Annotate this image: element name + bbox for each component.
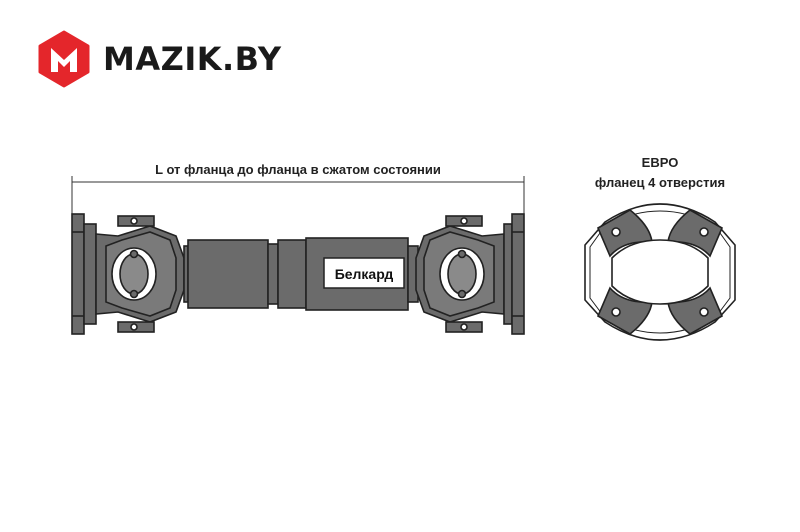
- bolt-hole: [699, 227, 709, 237]
- right-flange: [503, 213, 525, 335]
- manufacturer-plate-text: Белкард: [335, 266, 394, 282]
- right-yoke: [415, 215, 505, 333]
- dimension-label: L от фланца до фланца в сжатом состоянии: [155, 162, 441, 177]
- flange-subtitle: фланец 4 отверстия: [594, 175, 726, 190]
- flange-type-title: ЕВРО: [641, 155, 679, 170]
- mazik-logo-icon: [38, 30, 90, 88]
- dimension-line: [71, 176, 525, 214]
- manufacturer-plate: Белкард: [323, 257, 405, 289]
- left-flange: [71, 213, 97, 335]
- euro-flange-front-view: [584, 203, 736, 341]
- brand-name: MAZIK.BY: [103, 40, 282, 78]
- bolt-hole: [611, 227, 621, 237]
- bolt-hole: [699, 307, 709, 317]
- brand-logo[interactable]: MAZIK.BY: [37, 30, 281, 88]
- left-yoke: [95, 215, 185, 333]
- flange-title-block: ЕВРО фланец 4 отверстия: [560, 153, 760, 193]
- bolt-hole: [611, 307, 621, 317]
